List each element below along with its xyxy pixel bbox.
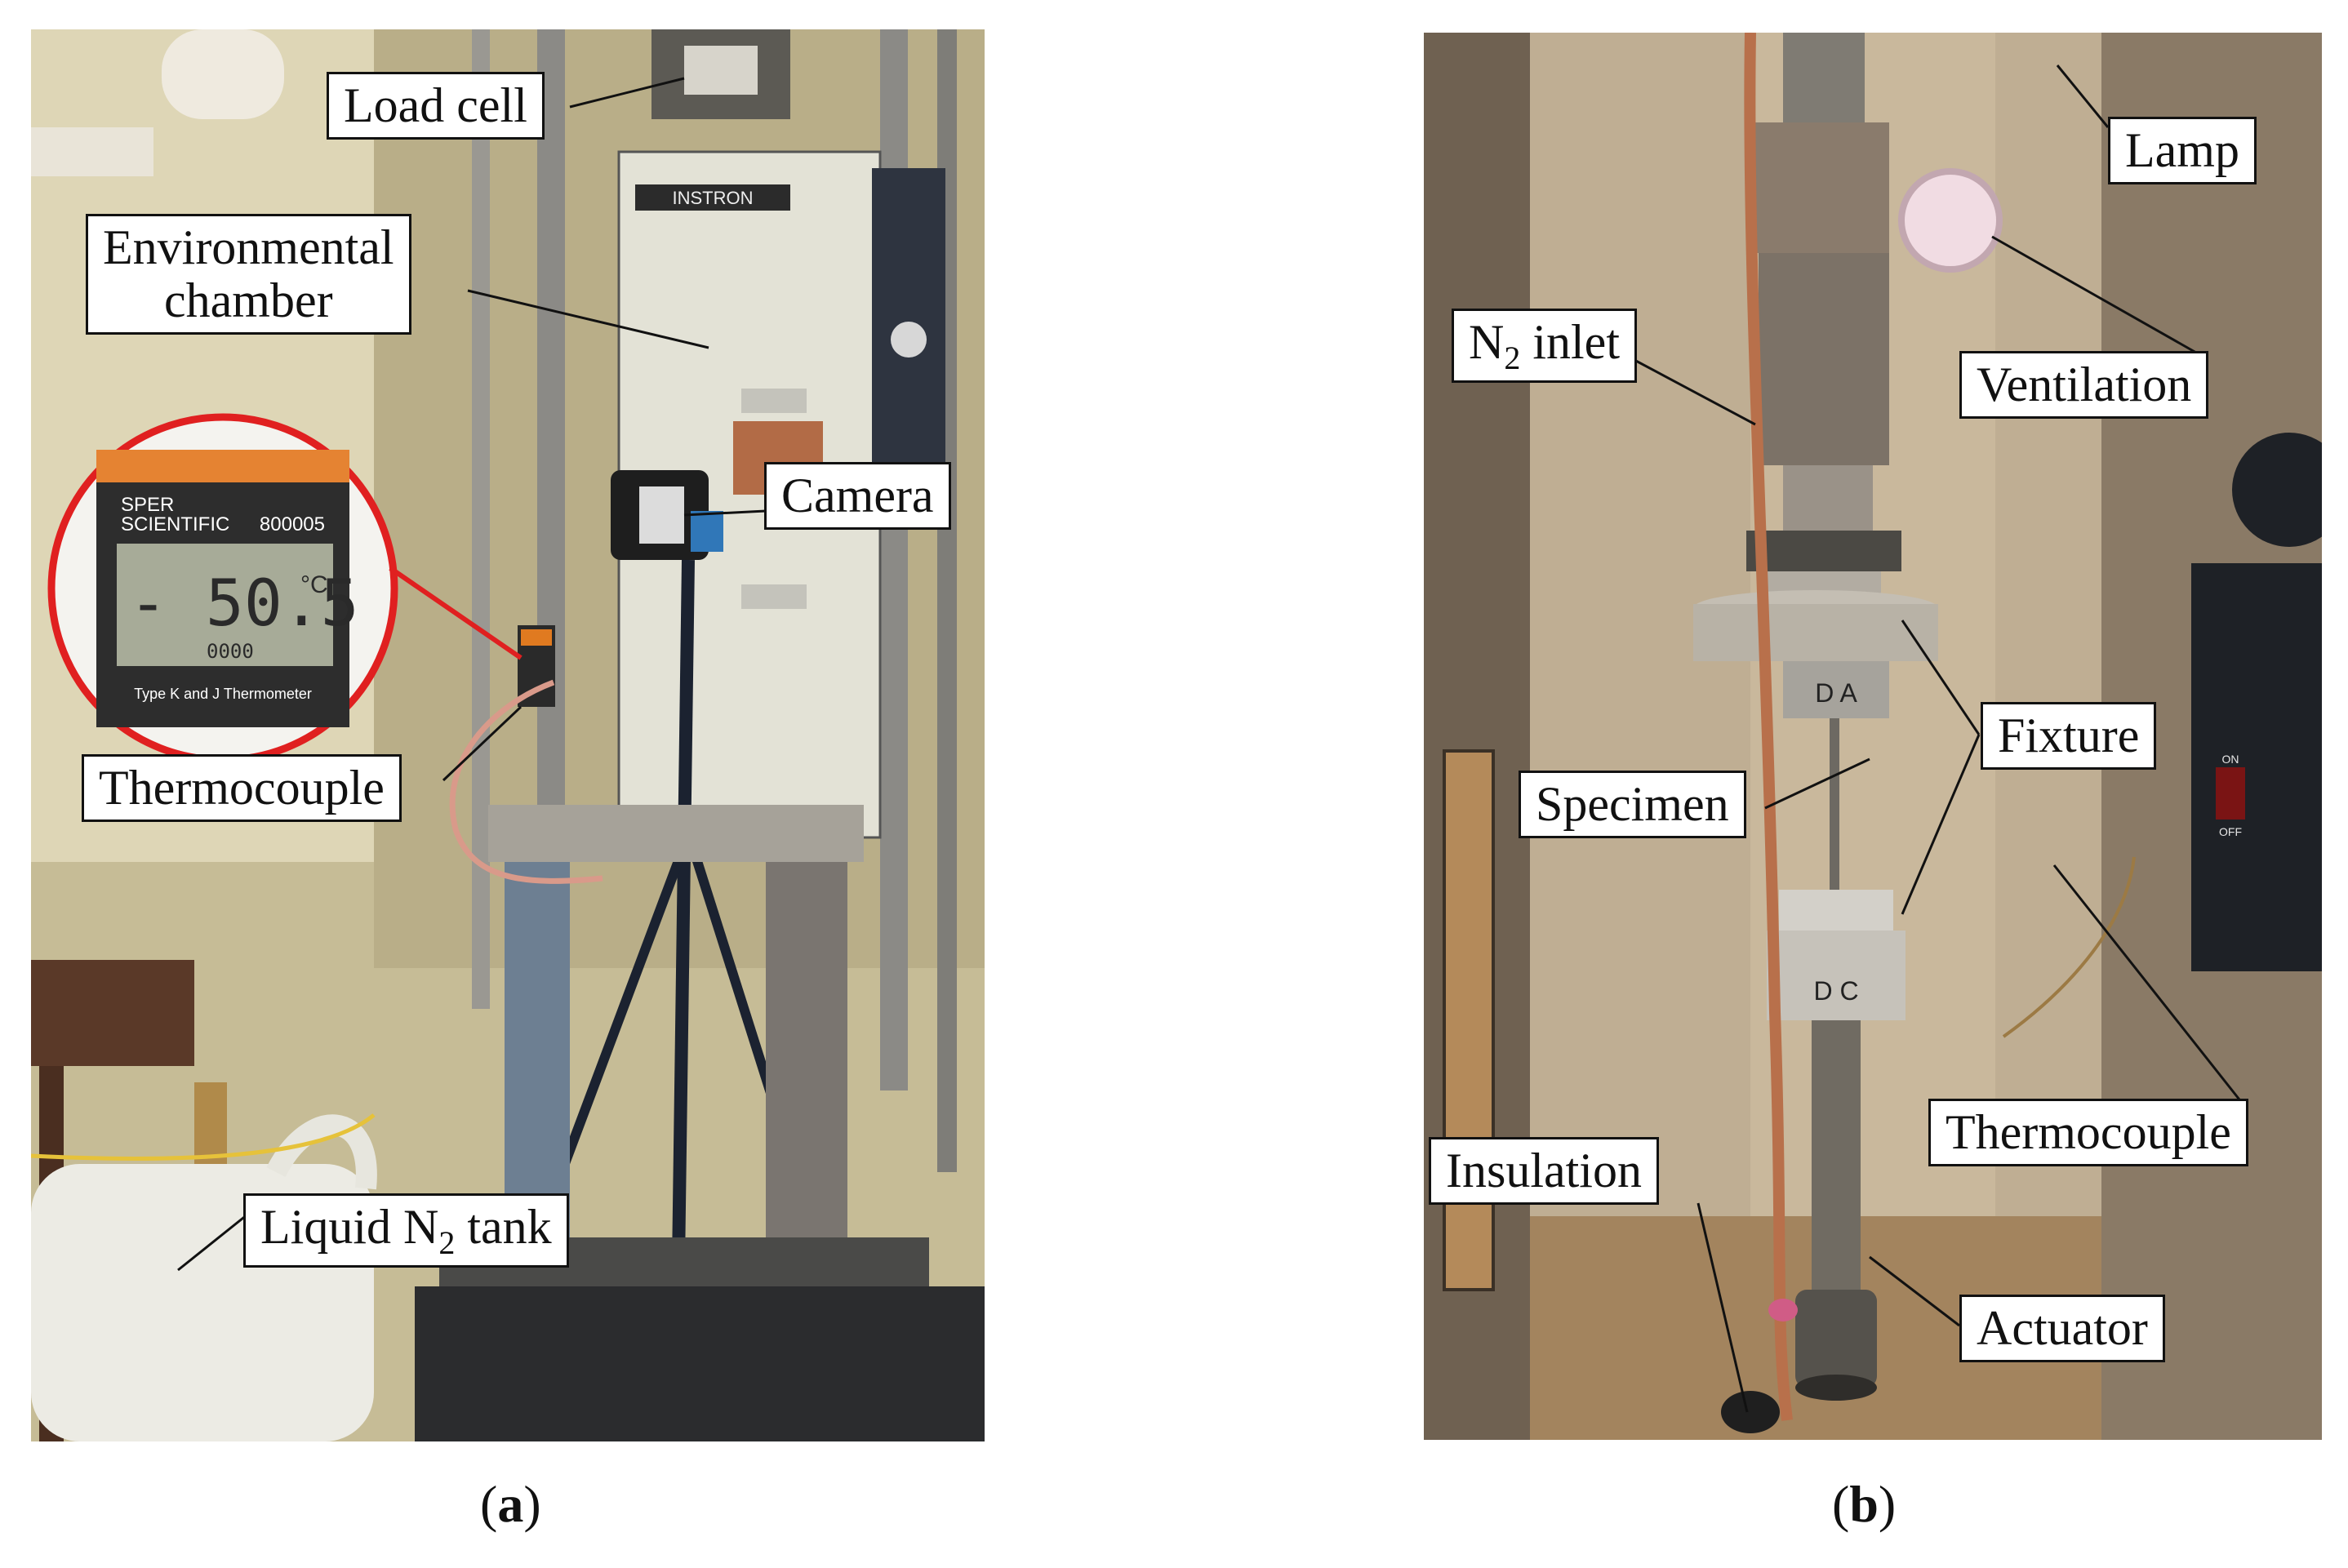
label-tank-subscript: 2: [438, 1224, 456, 1261]
caption-b-close: ): [1878, 1475, 1897, 1533]
thermometer-reading: - 50.5: [129, 567, 359, 641]
leader-thermocouple: [442, 705, 523, 782]
label-lamp-text: Lamp: [2125, 123, 2239, 177]
label-camera: Camera: [764, 462, 951, 530]
highlight-connector-line: [389, 566, 523, 660]
leader-environmental-chamber: [467, 289, 709, 349]
thermometer-unit: °C: [300, 571, 328, 598]
caption-b-letter: b: [1849, 1475, 1879, 1533]
label-n2-prefix: N: [1469, 315, 1505, 369]
label-env-line1: Environmental: [103, 220, 394, 274]
label-n2-subscript: 2: [1504, 340, 1521, 376]
thermometer-brand-line2: SCIENTIFIC: [121, 513, 229, 535]
photo-panel-a: INSTRON SPER SCIENTIFIC 800: [31, 29, 985, 1441]
label-thermocouple-a: Thermocouple: [82, 754, 402, 822]
label-load-cell: Load cell: [327, 72, 545, 140]
label-tank-prefix: Liquid N: [260, 1200, 439, 1254]
label-fixture: Fixture: [1981, 702, 2157, 770]
label-lamp: Lamp: [2108, 117, 2257, 184]
thermometer-footer: Type K and J Thermometer: [134, 686, 312, 702]
switch-off-text: OFF: [2219, 825, 2242, 838]
leader-camera: [683, 509, 767, 517]
label-camera-text: Camera: [781, 469, 934, 522]
label-specimen-text: Specimen: [1536, 777, 1729, 831]
label-specimen: Specimen: [1519, 771, 1746, 838]
lab-setup-photo-a: INSTRON SPER SCIENTIFIC 800: [31, 29, 985, 1441]
caption-a-letter: a: [497, 1475, 524, 1533]
label-fixture-text: Fixture: [1998, 708, 2140, 762]
label-n2-suffix: inlet: [1520, 315, 1620, 369]
label-env-line2: chamber: [164, 273, 333, 327]
label-thermocouple-b: Thermocouple: [1928, 1099, 2248, 1166]
fixture-mark-top: D A: [1815, 678, 1857, 708]
label-insulation: Insulation: [1429, 1137, 1659, 1205]
label-tank-suffix: tank: [455, 1200, 552, 1254]
switch-on-text: ON: [2222, 753, 2239, 766]
thermometer-brand-line1: SPER: [121, 494, 174, 516]
label-thermocouple-b-text: Thermocouple: [1946, 1105, 2231, 1159]
caption-a: (a): [480, 1474, 541, 1535]
caption-b: (b): [1832, 1474, 1896, 1535]
caption-b-open: (: [1832, 1475, 1850, 1533]
instron-brand-text: INSTRON: [673, 188, 754, 208]
chamber-interior-photo-b: ON OFF D A D C: [1424, 33, 2322, 1440]
label-thermocouple-a-text: Thermocouple: [99, 761, 385, 815]
label-n2-inlet: N2 inlet: [1452, 309, 1637, 384]
label-liquid-n2-tank: Liquid N2 tank: [243, 1193, 569, 1268]
leader-load-cell: [569, 77, 685, 109]
thermometer-small-readout: 0000: [207, 640, 254, 663]
label-insulation-text: Insulation: [1446, 1144, 1642, 1197]
thermometer-model: 800005: [260, 513, 325, 535]
label-environmental-chamber: Environmental chamber: [86, 214, 411, 335]
label-ventilation-text: Ventilation: [1977, 358, 2192, 411]
label-actuator-text: Actuator: [1977, 1301, 2148, 1355]
caption-a-open: (: [480, 1475, 498, 1533]
label-load-cell-text: Load cell: [344, 78, 527, 132]
photo-panel-b: ON OFF D A D C: [1424, 33, 2322, 1440]
caption-a-close: ): [523, 1475, 541, 1533]
label-actuator: Actuator: [1959, 1295, 2165, 1362]
label-ventilation: Ventilation: [1959, 351, 2209, 419]
fixture-mark-bottom: D C: [1813, 976, 1858, 1006]
